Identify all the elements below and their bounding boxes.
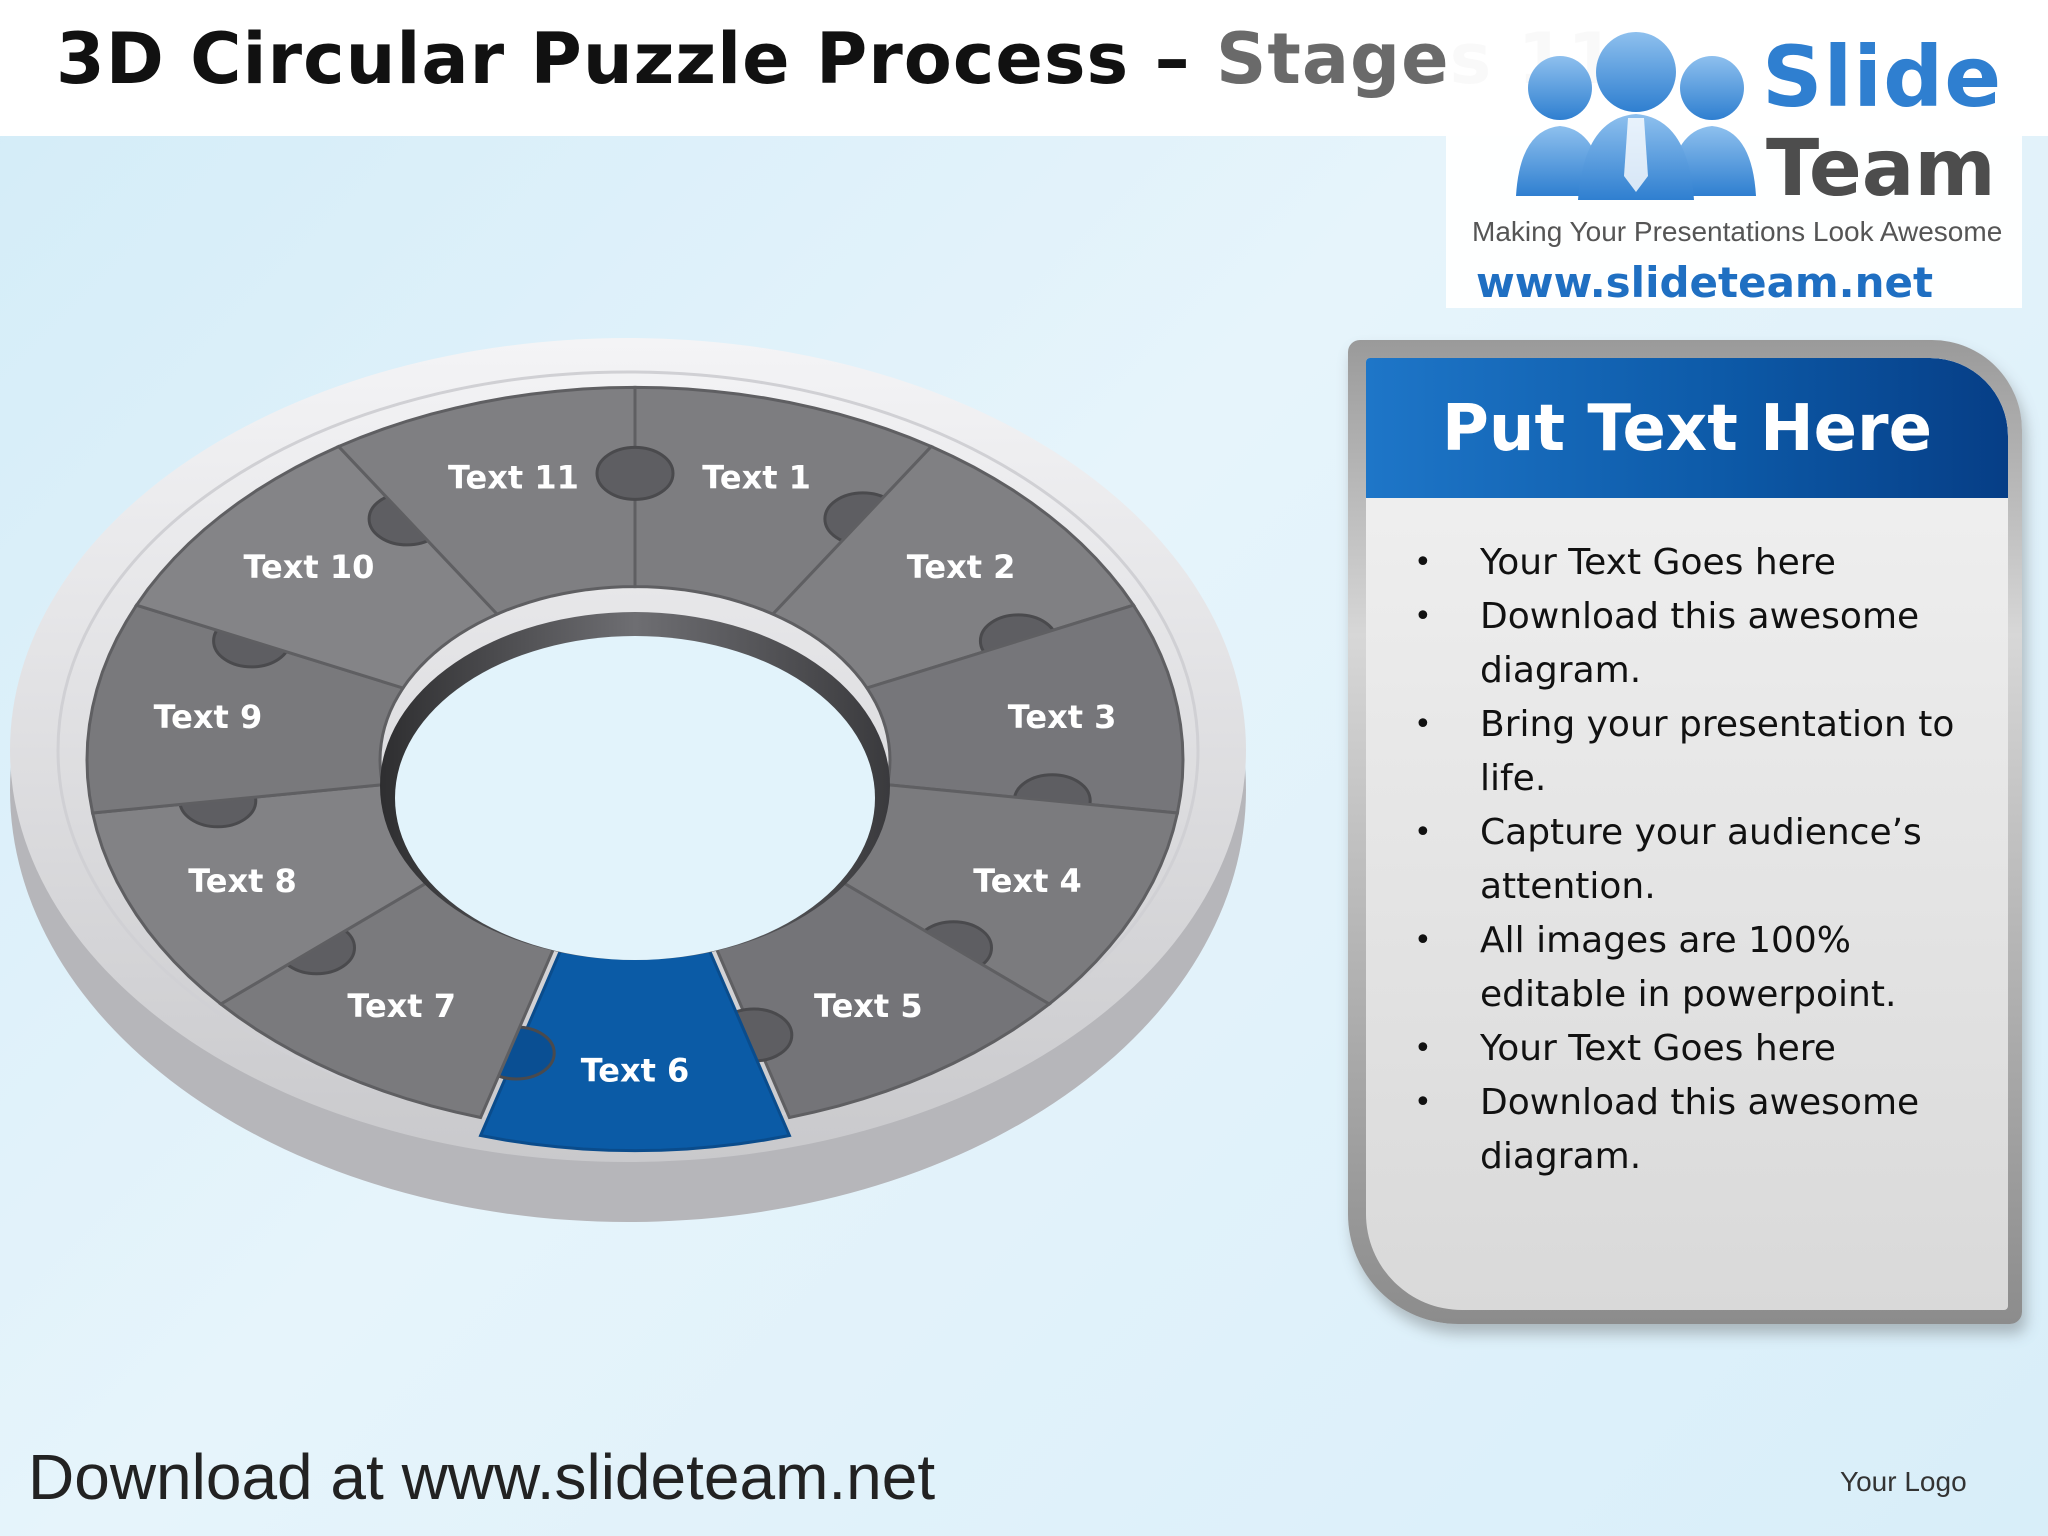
segment-label: Text 9: [154, 698, 263, 736]
bullet-text: Your Text Goes here: [1480, 542, 1836, 583]
bullet-item: • All images are 100% editable in powerpo…: [1396, 914, 1986, 1022]
bullet-text: All images are 100% editable in powerpoi…: [1480, 920, 1897, 1015]
segment-label: Text 11: [448, 459, 579, 497]
bullet-dot-icon: •: [1414, 923, 1432, 958]
slide-title: 3D Circular Puzzle Process – Stages 11: [56, 18, 1617, 100]
logo-brand-team: Team: [1766, 124, 1996, 214]
bullet-item: • Download this awesome diagram.: [1396, 590, 1986, 698]
segment-label: Text 6: [581, 1051, 690, 1089]
logo-url: www.slideteam.net: [1476, 258, 1934, 307]
center-hole: [395, 636, 875, 960]
segment-label: Text 5: [814, 987, 923, 1025]
segment-label: Text 8: [188, 862, 297, 900]
slideteam-logo: Slide Team Making Your Presentations Loo…: [1446, 20, 2022, 308]
logo-tagline: Making Your Presentations Look Awesome: [1472, 216, 2003, 247]
bullet-dot-icon: •: [1414, 1031, 1432, 1066]
bullet-item: • Capture your audience’s attention.: [1396, 806, 1986, 914]
bullet-dot-icon: •: [1414, 1085, 1432, 1120]
segment-label: Text 2: [907, 548, 1016, 586]
bullet-dot-icon: •: [1414, 599, 1432, 634]
bullet-text: Bring your presentation to life.: [1480, 704, 1955, 799]
segment-label: Text 10: [243, 548, 374, 586]
segment-labels: Text 1 Text 2 Text 3 Text 4 Text 5 Text 6 Text…: [154, 459, 1117, 1090]
text-panel-header: Put Text Here: [1366, 358, 2008, 498]
bullet-item: • Your Text Goes here: [1396, 536, 1986, 590]
bullet-item: • Your Text Goes here: [1396, 1022, 1986, 1076]
circular-puzzle-diagram: Text 1 Text 2 Text 3 Text 4 Text 5 Text 6 Text…: [10, 338, 1246, 1222]
bullet-text: Download this awesome diagram.: [1480, 1082, 1920, 1177]
logo-brand-slide: Slide: [1762, 28, 2003, 126]
title-main: 3D Circular Puzzle Process –: [56, 18, 1216, 100]
bullet-dot-icon: •: [1414, 545, 1432, 580]
bullet-item: • Bring your presentation to life.: [1396, 698, 1986, 806]
puzzle-segment: [336, 385, 637, 616]
panel-title: Put Text Here: [1442, 392, 1932, 466]
people-logo-icon: [1516, 32, 1756, 200]
bullet-text: Capture your audience’s attention.: [1480, 812, 1922, 907]
bullet-dot-icon: •: [1414, 707, 1432, 742]
text-panel: Put Text Here • Your Text Goes here • Downl…: [1348, 340, 2022, 1324]
download-footer: Download at www.slideteam.net: [28, 1441, 936, 1513]
bullet-dot-icon: •: [1414, 815, 1432, 850]
segment-label: Text 3: [1008, 698, 1117, 736]
your-logo-placeholder: Your Logo: [1840, 1466, 1967, 1497]
text-panel-body: Put Text Here • Your Text Goes here • Downl…: [1366, 358, 2008, 1310]
puzzle-knob: [595, 445, 675, 501]
segment-label: Text 1: [702, 459, 811, 497]
segment-label: Text 4: [973, 862, 1082, 900]
bullet-text: Your Text Goes here: [1480, 1028, 1836, 1069]
puzzle-segments: [85, 385, 1185, 1153]
bullet-item: • Download this awesome diagram.: [1396, 1076, 1986, 1184]
bullet-list: • Your Text Goes here • Download this aweso…: [1396, 536, 1986, 1184]
segment-label: Text 7: [347, 987, 456, 1025]
bullet-text: Download this awesome diagram.: [1480, 596, 1920, 691]
